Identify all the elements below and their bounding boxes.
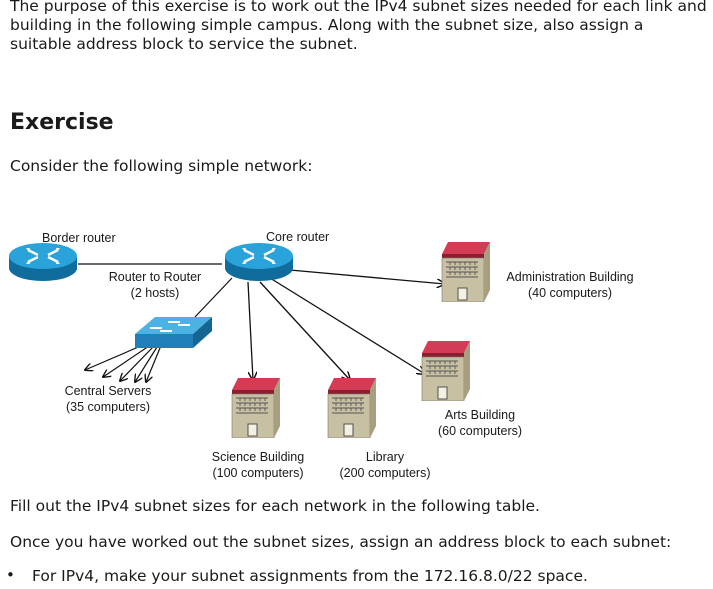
library-label-1: Library xyxy=(366,450,405,464)
science-label-1: Science Building xyxy=(212,450,304,464)
border-router-label: Border router xyxy=(42,231,116,245)
science-label-2: (100 computers) xyxy=(212,466,303,480)
admin-label-1: Administration Building xyxy=(506,270,633,284)
intro-paragraph: The purpose of this exercise is to work … xyxy=(10,0,707,53)
library-building-icon xyxy=(327,377,376,438)
bullet-text: For IPv4, make your subnet assignments f… xyxy=(32,567,588,585)
network-diagram: Border router Core router Router to Rout… xyxy=(8,230,634,480)
bullet-item: • For IPv4, make your subnet assignments … xyxy=(6,566,588,585)
core-to-switch-line xyxy=(194,277,233,318)
link-library xyxy=(259,281,350,380)
admin-label-2: (40 computers) xyxy=(528,286,612,300)
bullet-dot: • xyxy=(6,566,15,584)
link-science xyxy=(247,281,253,380)
arts-label-2: (60 computers) xyxy=(438,424,522,438)
r2r-label-2: (2 hosts) xyxy=(131,286,180,300)
exercise-heading: Exercise xyxy=(10,110,114,135)
arts-building-icon xyxy=(421,340,470,401)
consider-text: Consider the following simple network: xyxy=(10,157,313,175)
fill-out-text: Fill out the IPv4 subnet sizes for each … xyxy=(10,497,540,515)
core-router-label: Core router xyxy=(266,230,329,244)
core-router-icon xyxy=(224,242,294,282)
arts-label-1: Arts Building xyxy=(445,408,515,422)
servers-label-1: Central Servers xyxy=(65,384,152,398)
administration-building-icon xyxy=(441,241,490,302)
library-label-2: (200 computers) xyxy=(339,466,430,480)
link-admin xyxy=(289,269,445,284)
servers-label-2: (35 computers) xyxy=(66,400,150,414)
science-building-icon xyxy=(231,377,280,438)
border-router-icon xyxy=(8,242,78,282)
link-arts xyxy=(269,277,425,374)
r2r-label-1: Router to Router xyxy=(109,270,201,284)
once-text: Once you have worked out the subnet size… xyxy=(10,533,672,551)
switch-icon xyxy=(135,317,212,348)
